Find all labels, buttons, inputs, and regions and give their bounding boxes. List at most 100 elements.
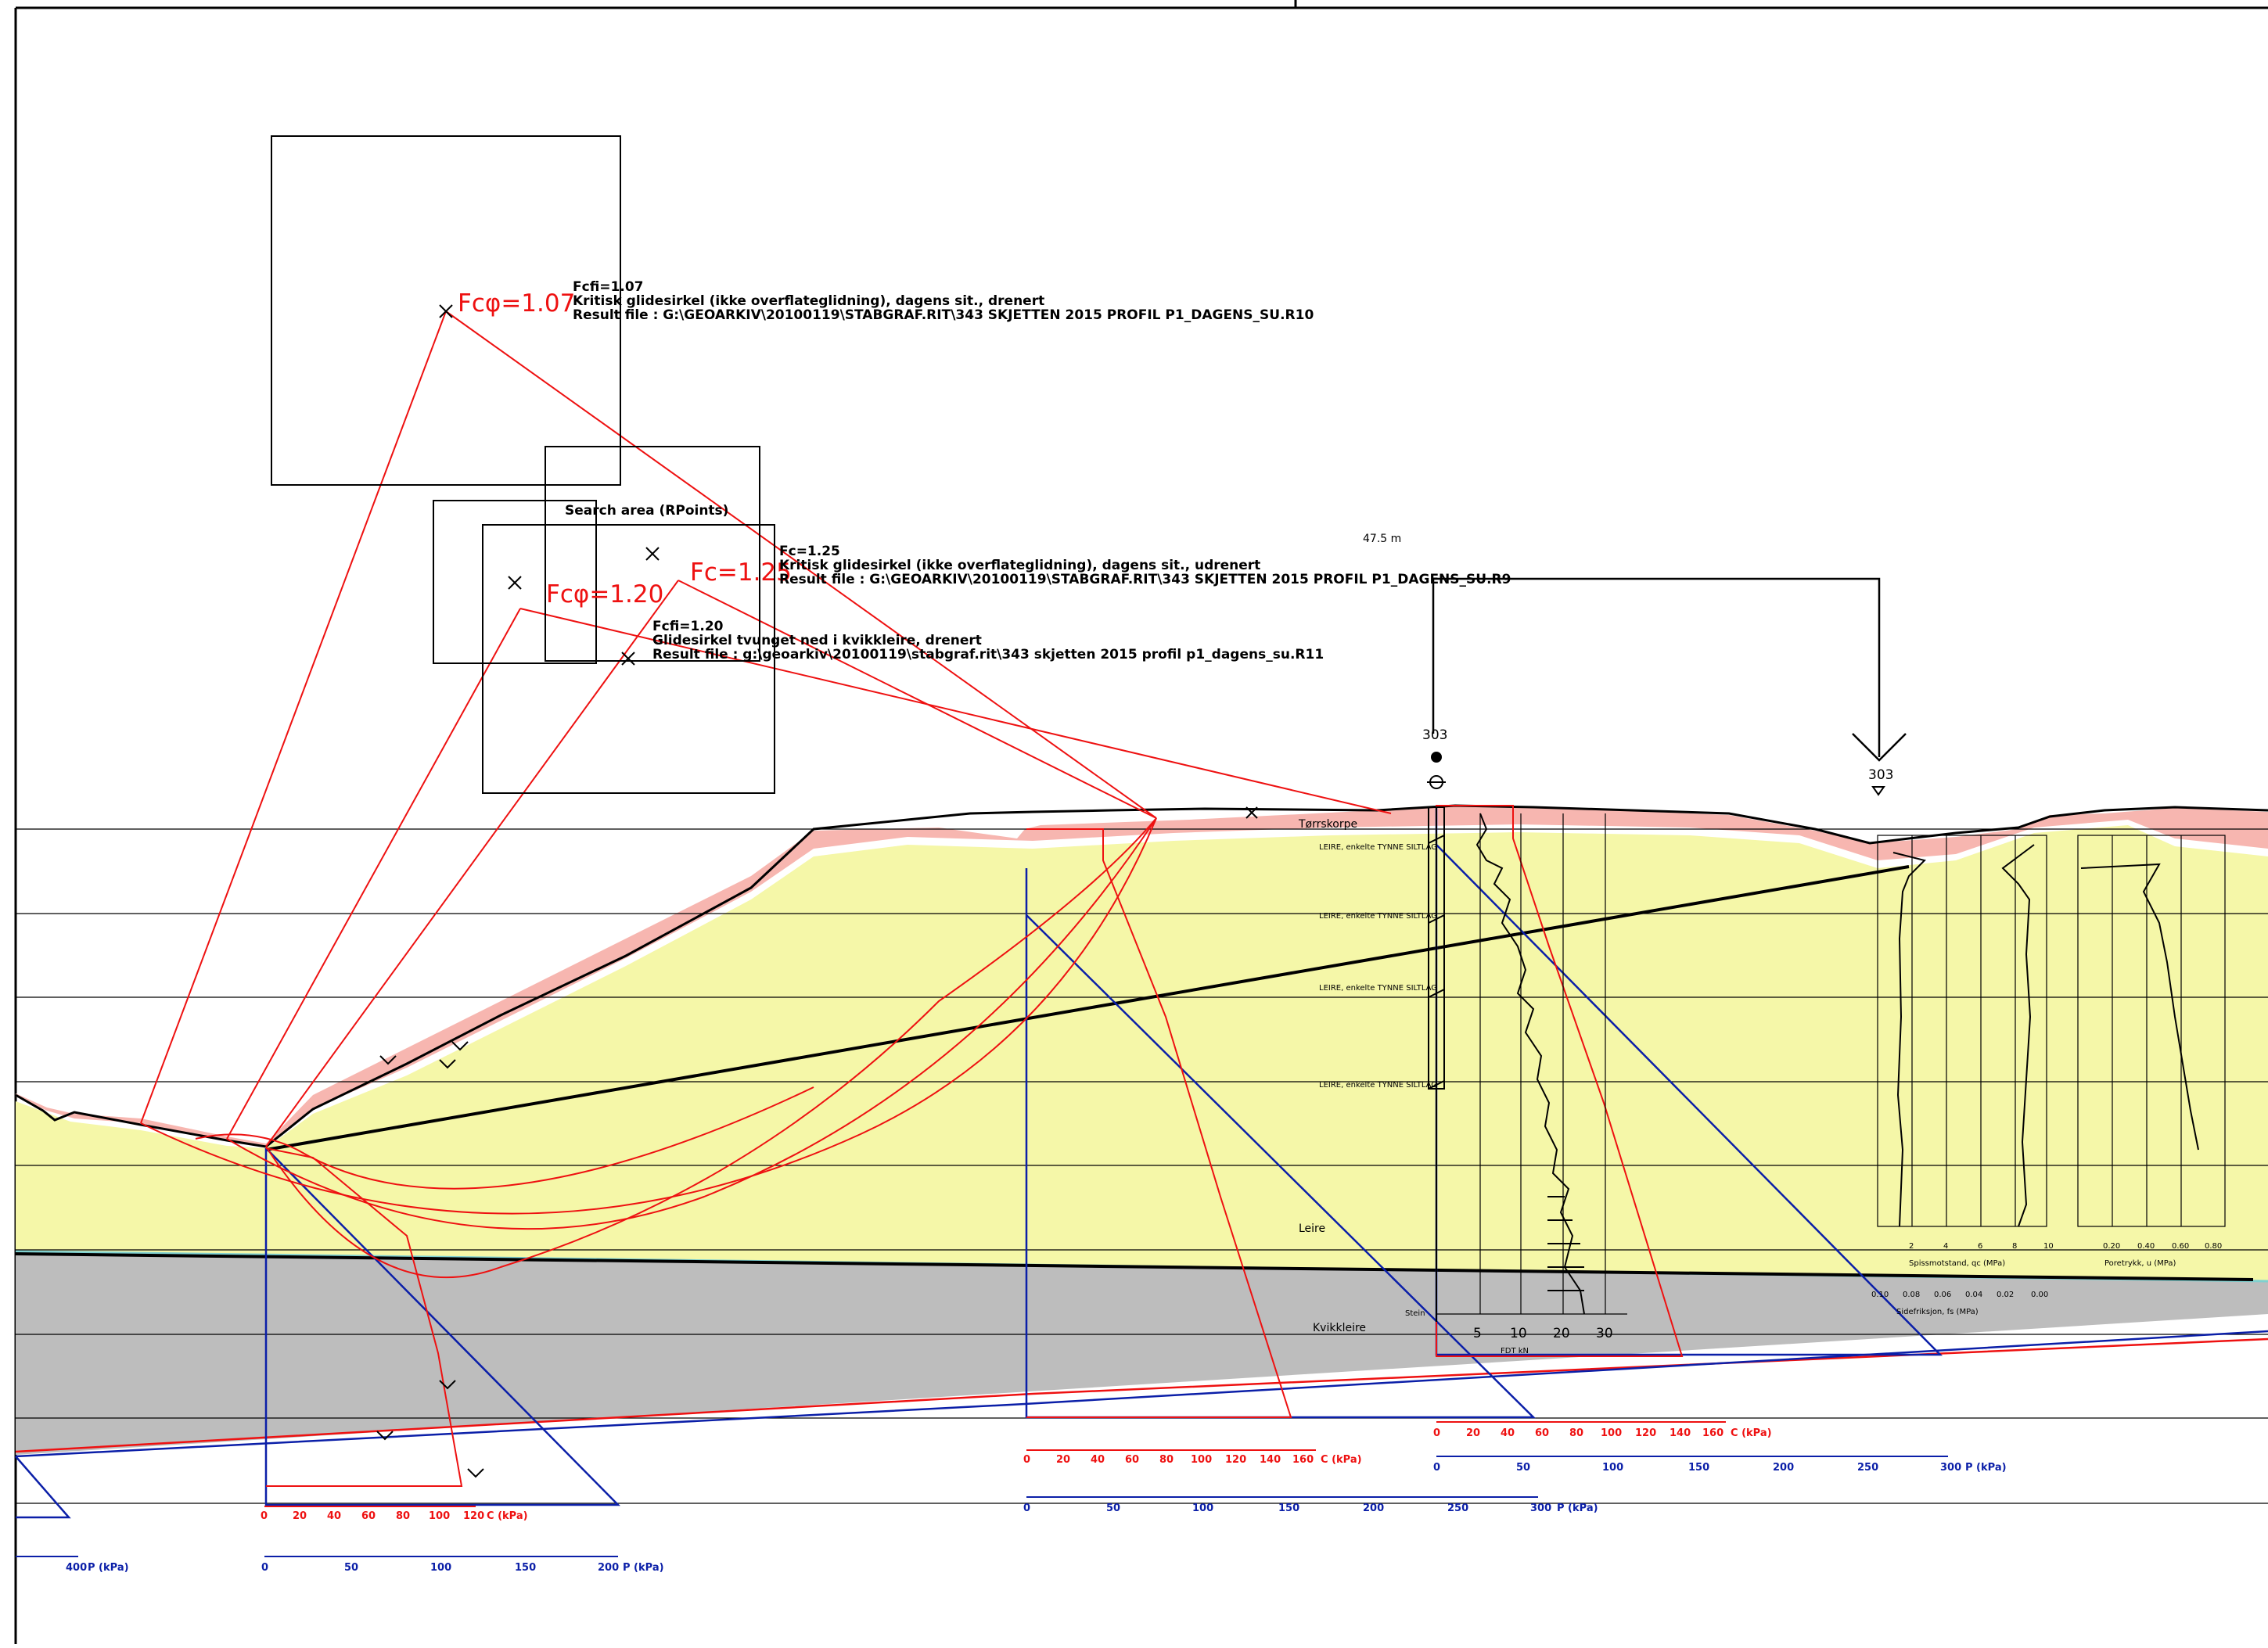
svg-text:LEIRE, enkelte TYNNE SILTLAG: LEIRE, enkelte TYNNE SILTLAG [1319, 1081, 1437, 1090]
svg-text:100: 100 [429, 1510, 450, 1522]
dimension-bracket [1432, 577, 1881, 757]
svg-text:160: 160 [1702, 1427, 1723, 1439]
silt-notes: LEIRE, enkelte TYNNE SILTLAG LEIRE, enke… [1319, 843, 1437, 1090]
svg-text:Result file : G:\GEOARKIV\2010: Result file : G:\GEOARKIV\20100119\STABG… [779, 572, 1511, 587]
borehole-symbol [1427, 752, 1446, 1322]
kvikkleire-top-line [15, 1252, 2254, 1281]
svg-text:0: 0 [261, 1562, 268, 1574]
axis-c2: 0 20 40 60 80 100 120 140 160 C (kPa) [1023, 1449, 1362, 1466]
svg-text:50: 50 [344, 1562, 358, 1574]
result-block-125: Fc=1.25 Kritisk glidesirkel (ikke overfl… [779, 544, 1511, 587]
axis-c1: 0 20 40 60 80 100 120 C (kPa) [261, 1506, 528, 1522]
svg-text:40: 40 [327, 1510, 341, 1522]
svg-text:C (kPa): C (kPa) [487, 1510, 528, 1522]
svg-text:0.20: 0.20 [2103, 1242, 2120, 1251]
svg-text:0.60: 0.60 [2172, 1242, 2189, 1251]
svg-text:0.02: 0.02 [1997, 1291, 2014, 1299]
svg-text:100: 100 [1601, 1427, 1622, 1439]
svg-text:20: 20 [1466, 1427, 1480, 1439]
fc-125-label: Fc=1.25 [690, 558, 792, 587]
svg-text:10: 10 [1510, 1326, 1527, 1341]
svg-text:0: 0 [1023, 1454, 1030, 1466]
svg-text:20: 20 [1553, 1326, 1570, 1341]
svg-text:Result file : G:\GEOARKIV\2010: Result file : G:\GEOARKIV\20100119\STABG… [573, 307, 1314, 323]
svg-text:0.06: 0.06 [1934, 1291, 1951, 1299]
svg-text:150: 150 [1278, 1503, 1299, 1514]
svg-text:200: 200 [1363, 1503, 1384, 1514]
svg-text:250: 250 [1447, 1503, 1468, 1514]
svg-text:200: 200 [1773, 1462, 1794, 1474]
search-points [439, 304, 1258, 819]
svg-text:0.00: 0.00 [2031, 1291, 2048, 1299]
svg-text:50: 50 [1516, 1462, 1530, 1474]
svg-text:Kritisk glidesirkel (ikke over: Kritisk glidesirkel (ikke overflateglidn… [573, 293, 1044, 309]
total-sounding-axis: 5 10 20 30 FDT kN [1473, 1326, 1613, 1355]
svg-text:150: 150 [515, 1562, 536, 1574]
layer-leire [16, 825, 2268, 1281]
svg-text:0: 0 [261, 1510, 268, 1522]
svg-text:Fcfi=1.07: Fcfi=1.07 [573, 279, 643, 295]
svg-text:0: 0 [1433, 1427, 1440, 1439]
svg-text:C (kPa): C (kPa) [1321, 1454, 1362, 1466]
search-area-boxes [271, 135, 775, 794]
fc-107-label: Fcφ=1.07 [458, 289, 575, 318]
svg-text:0.08: 0.08 [1903, 1291, 1920, 1299]
axis-c3: 0 20 40 60 80 100 120 140 160 C (kPa) [1433, 1421, 1772, 1439]
svg-text:80: 80 [1159, 1454, 1174, 1466]
label-kvikkleire: Kvikkleire [1313, 1322, 1366, 1334]
svg-text:150: 150 [1688, 1462, 1709, 1474]
svg-text:250: 250 [1857, 1462, 1878, 1474]
cpt-u-chart [2077, 835, 2226, 1227]
axis-p3: 0 50 100 150 200 250 300 P (kPa) [1433, 1456, 2007, 1474]
svg-text:120: 120 [463, 1510, 484, 1522]
svg-text:100: 100 [430, 1562, 451, 1574]
svg-text:Fc=1.25: Fc=1.25 [779, 544, 840, 559]
svg-text:40: 40 [1501, 1427, 1515, 1439]
svg-text:300: 300 [1940, 1462, 1961, 1474]
axis-p2: 0 50 100 150 200 250 300 P (kPa) [1023, 1496, 1598, 1514]
svg-text:P (kPa): P (kPa) [623, 1562, 664, 1574]
svg-text:Spissmotstand, qc (MPa): Spissmotstand, qc (MPa) [1909, 1259, 2005, 1268]
svg-text:Poretrykk, u (MPa): Poretrykk, u (MPa) [2104, 1259, 2176, 1268]
svg-text:Glidesirkel tvunget ned i kvik: Glidesirkel tvunget ned i kvikkleire, dr… [652, 633, 982, 648]
svg-text:140: 140 [1670, 1427, 1691, 1439]
total-sounding-chart [1436, 813, 1627, 1315]
svg-text:10: 10 [2043, 1242, 2054, 1251]
axis-p-left: 400 P (kPa) [16, 1556, 129, 1574]
fc-120-label: Fcφ=1.20 [546, 580, 663, 609]
borehole-label-left: 303 [1422, 727, 1447, 743]
svg-text:40: 40 [1091, 1454, 1105, 1466]
slip-circles [140, 311, 1684, 1487]
svg-text:0.04: 0.04 [1965, 1291, 1982, 1299]
svg-text:Sidefriksjon, fs (MPa): Sidefriksjon, fs (MPa) [1896, 1308, 1979, 1316]
svg-text:0: 0 [1433, 1462, 1440, 1474]
red-boundary-line [15, 1337, 2268, 1453]
svg-text:C (kPa): C (kPa) [1731, 1427, 1772, 1439]
svg-text:100: 100 [1191, 1454, 1212, 1466]
svg-text:120: 120 [1635, 1427, 1656, 1439]
label-leire: Leire [1299, 1223, 1325, 1235]
axis-p1: 0 50 100 150 200 P (kPa) [261, 1556, 664, 1574]
result-block-120: Fcfi=1.20 Glidesirkel tvunget ned i kvik… [652, 619, 1324, 662]
svg-text:0.40: 0.40 [2137, 1242, 2155, 1251]
crack-markers [376, 1041, 484, 1478]
layer-kvikkleire [16, 1251, 2268, 1455]
ground-surface [15, 804, 2268, 1148]
svg-text:100: 100 [1602, 1462, 1623, 1474]
borehole-label-right: 303 [1868, 767, 1893, 783]
inclined-layer-line [265, 865, 1910, 1151]
svg-text:60: 60 [1125, 1454, 1139, 1466]
search-area-label: Search area (RPoints) [565, 503, 728, 519]
svg-text:0.80: 0.80 [2205, 1242, 2222, 1251]
dimension-arrow [1852, 733, 1907, 762]
svg-text:6: 6 [1978, 1242, 1982, 1251]
svg-text:60: 60 [361, 1510, 376, 1522]
svg-text:2: 2 [1909, 1242, 1914, 1251]
cpt-symbol [1871, 786, 1885, 796]
svg-text:30: 30 [1596, 1326, 1613, 1341]
svg-text:140: 140 [1260, 1454, 1281, 1466]
svg-text:400: 400 [66, 1562, 87, 1574]
label-torrskorpe: Tørrskorpe [1298, 818, 1357, 831]
svg-text:160: 160 [1292, 1454, 1314, 1466]
